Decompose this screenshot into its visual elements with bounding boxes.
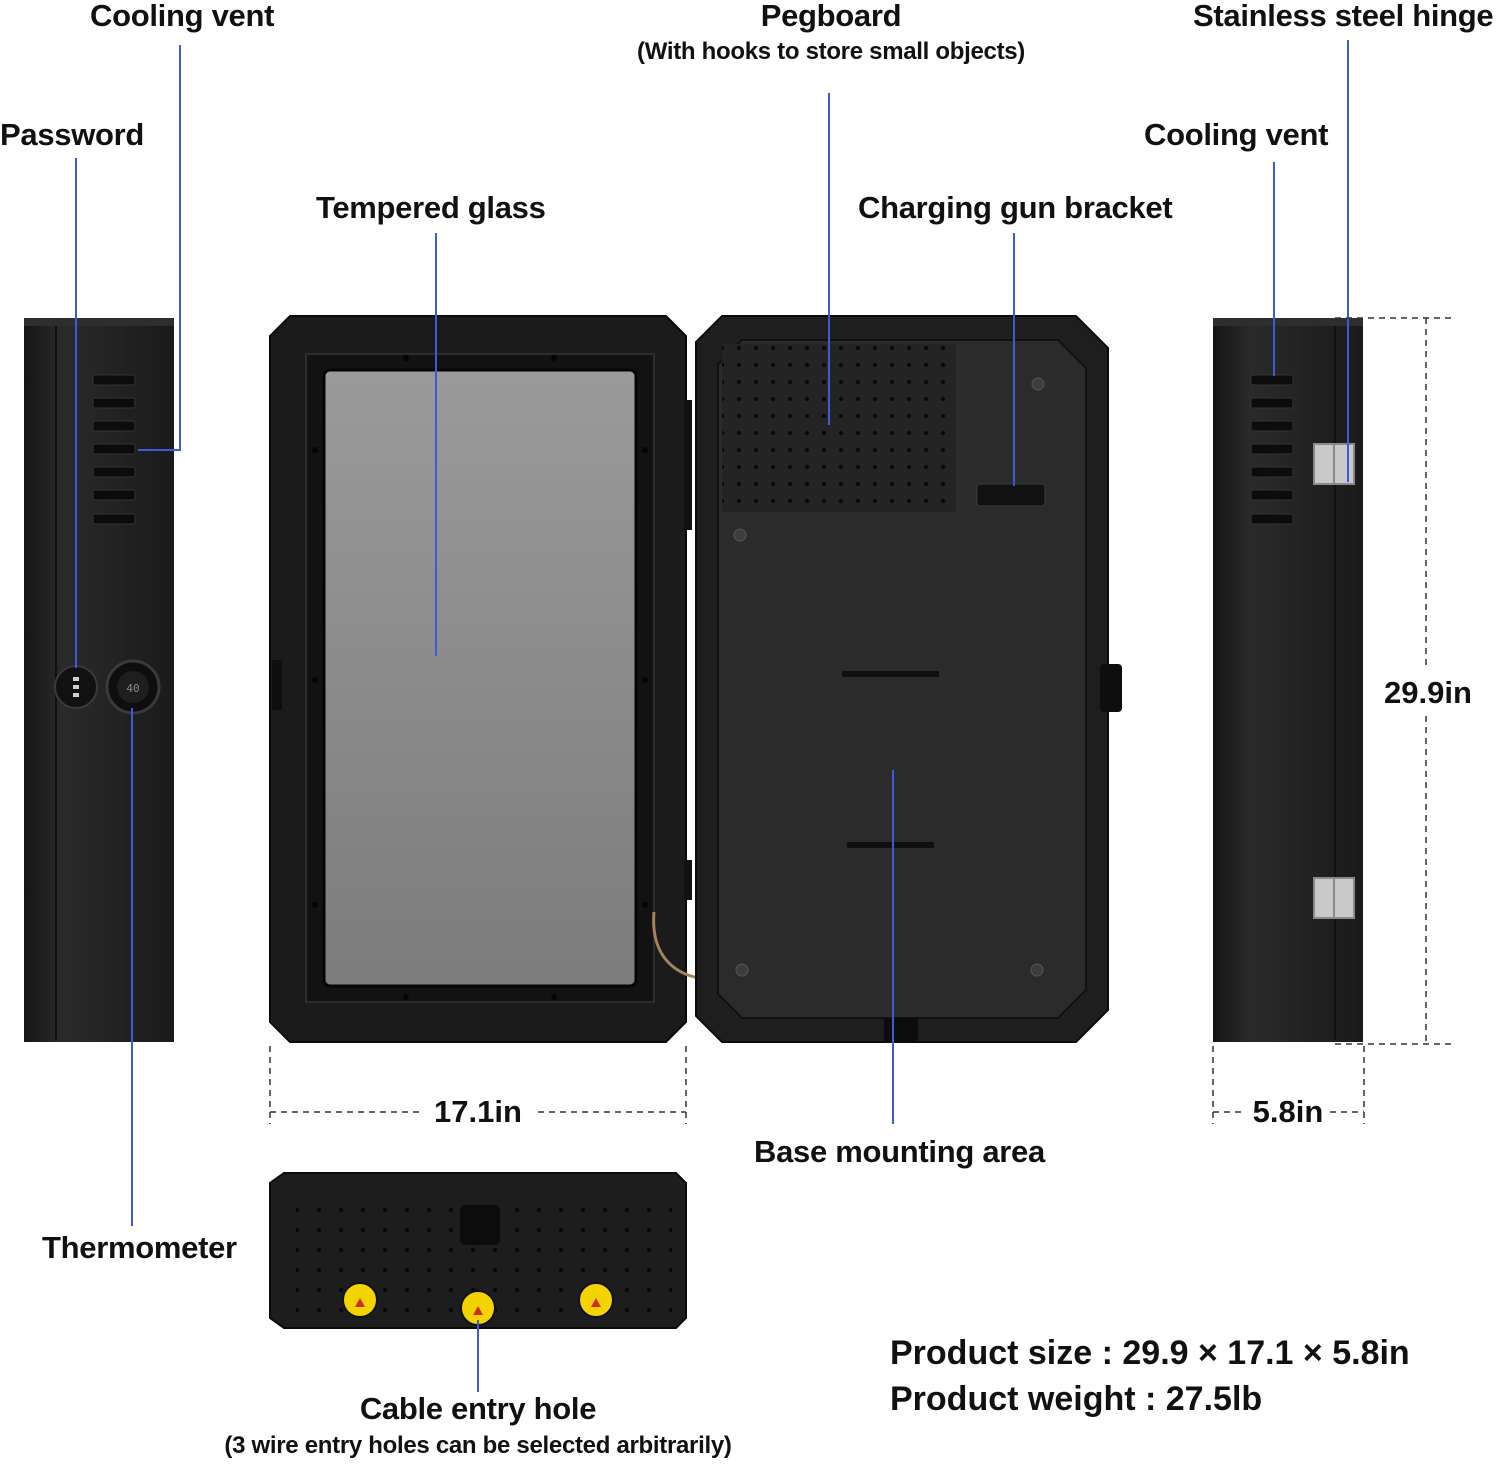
label-cooling-vent-left: Cooling vent	[90, 0, 275, 33]
label-pegboard: Pegboard	[760, 0, 902, 33]
right-side-view	[1213, 318, 1363, 1042]
cable-entry-hole-right	[578, 1282, 614, 1318]
label-stainless-steel-hinge: Stainless steel hinge	[1193, 0, 1494, 33]
left-side-view: 40	[24, 318, 174, 1042]
cabinet-interior-view	[695, 315, 1122, 1043]
label-thermometer: Thermometer	[42, 1230, 237, 1265]
spec-product-size: Product size : 29.9 × 17.1 × 5.8in	[890, 1334, 1410, 1372]
mounting-slot-upper	[842, 671, 939, 677]
cabinet-lock	[1100, 664, 1122, 712]
dimension-width: 17.1in	[434, 1094, 522, 1129]
bottom-cable-slot	[460, 1205, 500, 1245]
password-keypad	[54, 665, 98, 709]
leader-cooling-vent-left	[138, 45, 181, 451]
door-front-view	[269, 315, 743, 1043]
label-password: Password	[0, 117, 145, 152]
cable-entry-hole-center	[460, 1290, 496, 1326]
right-side-body	[1213, 318, 1363, 1042]
left-cooling-vent	[92, 374, 136, 525]
label-cooling-vent-right: Cooling vent	[1144, 117, 1329, 152]
mounting-slot-lower	[847, 842, 934, 848]
spec-product-weight: Product weight : 27.5lb	[890, 1380, 1263, 1418]
right-cooling-vent	[1250, 374, 1294, 525]
thermometer-gauge: 40	[105, 659, 161, 715]
label-pegboard-note: (With hooks to store small objects)	[637, 38, 1025, 65]
label-base-mounting-area: Base mounting area	[754, 1134, 1045, 1169]
cable-entry-hole-left	[342, 1282, 378, 1318]
dimension-depth: 5.8in	[1252, 1094, 1324, 1129]
label-tempered-glass: Tempered glass	[316, 190, 546, 225]
dimension-lines	[269, 317, 1455, 1124]
label-charging-gun-bracket: Charging gun bracket	[858, 190, 1173, 225]
charging-gun-bracket	[976, 483, 1046, 507]
bottom-view	[269, 1172, 687, 1329]
leader-lines	[75, 40, 1349, 1392]
stainless-steel-hinge-lower	[1313, 877, 1355, 919]
tempered-glass-pane	[322, 368, 638, 988]
thermometer-readout: 40	[126, 682, 139, 695]
dimension-height: 29.9in	[1384, 675, 1472, 710]
label-cable-entry-note: (3 wire entry holes can be selected arbi…	[224, 1432, 732, 1459]
label-cable-entry-hole: Cable entry hole	[359, 1391, 597, 1426]
